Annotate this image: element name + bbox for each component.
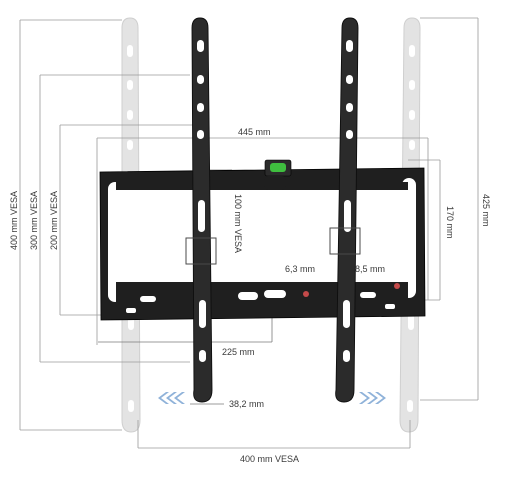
slide-arrow-left-icon <box>158 392 185 404</box>
arm-left <box>185 17 217 403</box>
label-38-2mm: 38,2 mm <box>229 399 264 409</box>
label-225mm: 225 mm <box>222 347 255 357</box>
label-400mm-vesa-vertical: 400 mm VESA <box>9 191 19 250</box>
wall-plate <box>99 159 426 321</box>
label-445mm: 445 mm <box>238 127 271 137</box>
label-8-5mm: 8,5 mm <box>355 264 385 274</box>
level-bubble-icon <box>270 163 286 172</box>
label-100mm-vesa: 100 mm VESA <box>233 194 243 253</box>
label-300mm-vesa: 300 mm VESA <box>29 191 39 250</box>
slide-arrow-right-icon <box>359 392 386 404</box>
label-200mm-vesa: 200 mm VESA <box>49 191 59 250</box>
label-170mm: 170 mm <box>445 206 455 239</box>
arm-right <box>329 17 361 403</box>
dimension-lines <box>19 17 479 449</box>
label-400mm-vesa-horizontal: 400 mm VESA <box>240 454 299 464</box>
label-425mm: 425 mm <box>481 194 491 227</box>
label-6-3mm: 6,3 mm <box>285 264 315 274</box>
